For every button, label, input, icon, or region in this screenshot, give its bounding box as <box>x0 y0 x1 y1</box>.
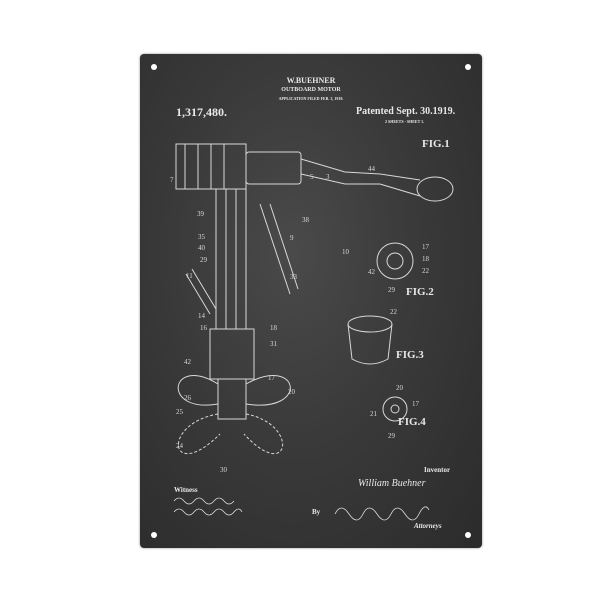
svg-text:42: 42 <box>184 358 192 366</box>
patent-title: OUTBOARD MOTOR <box>281 87 341 93</box>
inventor-header: W.BUEHNER <box>286 76 336 85</box>
svg-text:25: 25 <box>176 408 184 416</box>
application-date: APPLICATION FILED FEB. 3, 1919. <box>278 96 344 101</box>
svg-text:26: 26 <box>184 394 192 402</box>
svg-text:16: 16 <box>200 324 208 332</box>
svg-text:17: 17 <box>268 374 276 382</box>
svg-text:9: 9 <box>290 234 294 242</box>
by-label: By <box>312 508 321 516</box>
inventor-signature: William Buehner <box>358 478 426 489</box>
svg-text:24: 24 <box>176 442 184 450</box>
svg-text:20: 20 <box>288 388 296 396</box>
svg-text:22: 22 <box>422 267 430 275</box>
fig2-label: FIG.2 <box>406 286 434 298</box>
attorneys-label: Attorneys <box>414 522 442 530</box>
svg-text:17: 17 <box>422 243 430 251</box>
svg-text:39: 39 <box>197 210 205 218</box>
svg-text:40: 40 <box>198 244 206 252</box>
svg-text:20: 20 <box>396 384 404 392</box>
svg-text:18: 18 <box>422 255 430 263</box>
svg-text:18: 18 <box>270 324 278 332</box>
mount-hole <box>151 64 157 70</box>
svg-text:14: 14 <box>198 312 206 320</box>
mount-hole <box>151 532 157 538</box>
fig1-label: FIG.1 <box>422 138 450 150</box>
svg-text:29: 29 <box>388 432 396 440</box>
svg-text:29: 29 <box>200 256 208 264</box>
patent-number: 1,317,480. <box>176 105 227 119</box>
svg-text:11: 11 <box>186 272 193 280</box>
witness-signatures <box>173 497 430 521</box>
sheets-note: 2 SHEETS - SHEET 1. <box>385 119 425 124</box>
mount-hole <box>465 532 471 538</box>
svg-text:7: 7 <box>170 176 174 184</box>
svg-text:10: 10 <box>342 248 350 256</box>
reference-numbers: 7 5 3 44 38 39 35 40 29 9 10 33 11 14 16 18 31 42 17… <box>170 165 430 474</box>
attorney-signature <box>334 506 430 521</box>
svg-text:44: 44 <box>368 165 376 173</box>
svg-text:31: 31 <box>270 340 278 348</box>
motor-drawing: 7 5 3 44 38 39 35 40 29 9 10 33 11 14 16 18 31 42 17… <box>170 143 454 474</box>
svg-text:22: 22 <box>390 308 398 316</box>
svg-text:3: 3 <box>326 173 330 181</box>
inventor-label: Inventor <box>424 466 451 474</box>
svg-text:5: 5 <box>310 173 314 181</box>
witness-label: Witness <box>174 486 198 494</box>
svg-text:33: 33 <box>290 273 298 281</box>
svg-text:21: 21 <box>370 410 378 418</box>
patent-date: Patented Sept. 30.1919. <box>356 106 456 117</box>
fig4-label: FIG.4 <box>398 416 426 428</box>
svg-text:17: 17 <box>412 400 420 408</box>
mount-hole <box>465 64 471 70</box>
patent-tin-sign: W.BUEHNER OUTBOARD MOTOR APPLICATION FIL… <box>140 54 482 548</box>
svg-text:42: 42 <box>368 268 376 276</box>
svg-text:38: 38 <box>302 216 310 224</box>
fig3-label: FIG.3 <box>396 349 424 361</box>
svg-text:29: 29 <box>388 286 396 294</box>
svg-text:30: 30 <box>220 466 228 474</box>
svg-text:35: 35 <box>198 233 206 241</box>
